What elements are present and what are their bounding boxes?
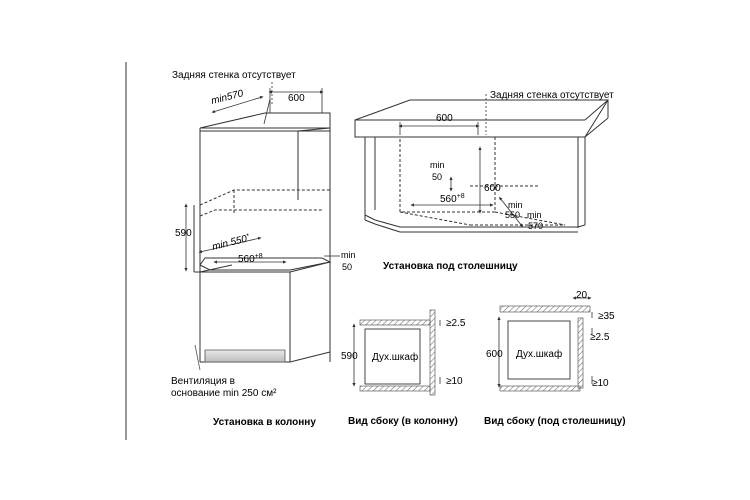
dim-600-top: 600 xyxy=(288,93,305,104)
no-back-wall-left-label: Задняя стенка отсутствует xyxy=(172,70,296,81)
dim-560: 560+8 xyxy=(238,253,263,265)
column-dimensions xyxy=(184,88,340,371)
side-col-ge25: ≥2.5 xyxy=(446,318,466,329)
counter-dim-600-side: 600 xyxy=(484,183,501,194)
side-col-ge10: ≥10 xyxy=(446,376,463,387)
side-view-column-title: Вид сбоку (в колонну) xyxy=(348,415,458,427)
side-cnt-ge25: ≥2.5 xyxy=(590,332,610,343)
dim-min550: min 550* xyxy=(211,233,251,253)
side-col-cabinet: Дух.шкаф xyxy=(372,351,418,363)
counter-installation-title: Установка под столешницу xyxy=(383,261,518,272)
dim-50: 50 xyxy=(342,262,352,272)
counter-dim-550: 550 xyxy=(505,210,520,220)
side-view-counter xyxy=(497,296,593,392)
counter-dim-min-b: min xyxy=(527,210,542,220)
counter-dim-560: 560+8 xyxy=(440,193,465,205)
side-cnt-20: 20 xyxy=(576,290,588,301)
counter-dim-min: min xyxy=(430,160,445,170)
ventilation-label-line2: основание min 250 см² xyxy=(171,388,277,399)
side-cnt-ge10: ≥10 xyxy=(592,378,609,389)
counter-dimensions xyxy=(398,94,523,228)
no-back-wall-right-label: Задняя стенка отсутствует xyxy=(490,90,614,101)
side-col-590: 590 xyxy=(341,351,358,362)
counter-dim-50: 50 xyxy=(432,172,442,182)
counter-dim-570: 570 xyxy=(528,221,543,231)
counter-dim-min-a: min xyxy=(508,200,523,210)
counter-installation xyxy=(354,99,609,233)
column-installation-title: Установка в колонну xyxy=(213,417,316,428)
counter-dim-600-top: 600 xyxy=(436,113,453,124)
column-installation xyxy=(193,112,332,363)
side-view-counter-title: Вид сбоку (под столешницу) xyxy=(484,415,626,427)
dim-590: 590 xyxy=(175,228,192,239)
side-view-column xyxy=(352,309,441,396)
dim-min: min xyxy=(341,250,356,260)
side-cnt-ge35: ≥35 xyxy=(598,311,615,322)
ventilation-opening xyxy=(204,349,286,363)
ventilation-label-line1: Вентиляция в xyxy=(171,376,235,387)
side-cnt-cabinet: Дух.шкаф xyxy=(516,348,562,360)
side-cnt-600: 600 xyxy=(486,349,503,360)
